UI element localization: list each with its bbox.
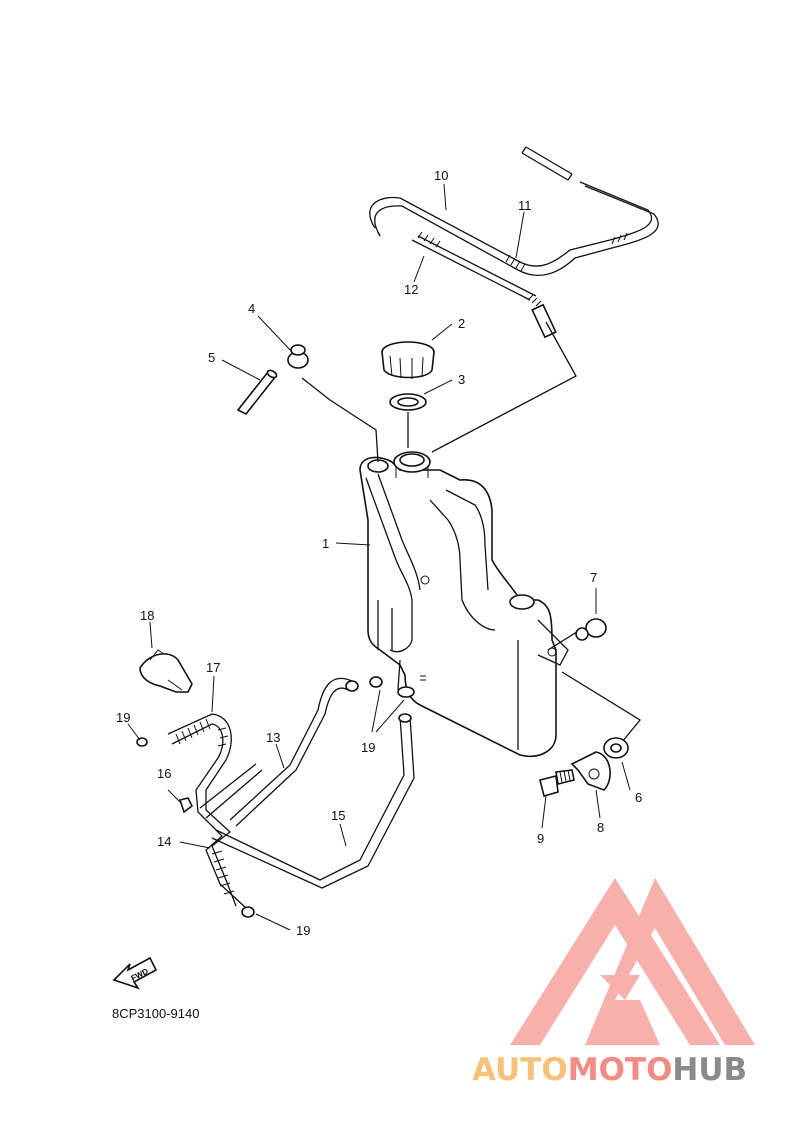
callout-13: 13 <box>266 730 280 745</box>
cap-gasket <box>389 393 427 411</box>
callout-8: 8 <box>597 820 604 835</box>
callout-11: 11 <box>518 198 532 213</box>
callout-12: 12 <box>404 282 418 297</box>
watermark-text: AUTOMOTOHUB <box>472 1052 747 1088</box>
watermark-part-moto: MOTO <box>568 1052 673 1088</box>
tank-cap <box>381 341 435 379</box>
callout-19-bottom: 19 <box>296 923 310 938</box>
callout-7: 7 <box>590 570 597 585</box>
reservoir-tank <box>359 451 569 757</box>
callout-3: 3 <box>458 372 465 387</box>
callout-16: 16 <box>157 766 171 781</box>
hose-17-14 <box>136 713 255 918</box>
short-pipe <box>236 369 278 416</box>
callout-6: 6 <box>635 790 642 805</box>
damper <box>603 737 629 759</box>
watermark-logo <box>510 878 755 1045</box>
bolt <box>539 769 575 797</box>
callout-10: 10 <box>434 168 448 183</box>
callout-1: 1 <box>322 536 329 551</box>
hose-clamps-19 <box>369 675 426 698</box>
hoses-13-15 <box>199 659 415 889</box>
callout-19-left: 19 <box>116 710 130 725</box>
fwd-arrow: FWD <box>112 956 158 990</box>
watermark-part-hub: HUB <box>672 1052 747 1088</box>
callout-2: 2 <box>458 316 465 331</box>
callout-17: 17 <box>206 660 220 675</box>
callout-leaders <box>127 183 631 931</box>
diagram-code: 8CP3100-9140 <box>112 1006 199 1021</box>
hose-holder <box>139 649 193 693</box>
clamp <box>570 751 611 791</box>
callout-15: 15 <box>331 808 345 823</box>
nozzle-part <box>287 344 309 369</box>
callout-18: 18 <box>140 608 154 623</box>
callout-numbers: 1 2 3 4 5 6 7 8 9 10 11 12 13 14 15 16 1… <box>116 168 642 938</box>
callout-4: 4 <box>248 301 255 316</box>
leader-lines <box>301 321 641 743</box>
grommet <box>575 618 607 641</box>
callout-19-center: 19 <box>361 740 375 755</box>
watermark-part-auto: AUTO <box>472 1052 568 1088</box>
callout-9: 9 <box>537 831 544 846</box>
callout-14: 14 <box>157 834 171 849</box>
breather-hose-assembly <box>369 146 659 339</box>
callout-5: 5 <box>208 350 215 365</box>
